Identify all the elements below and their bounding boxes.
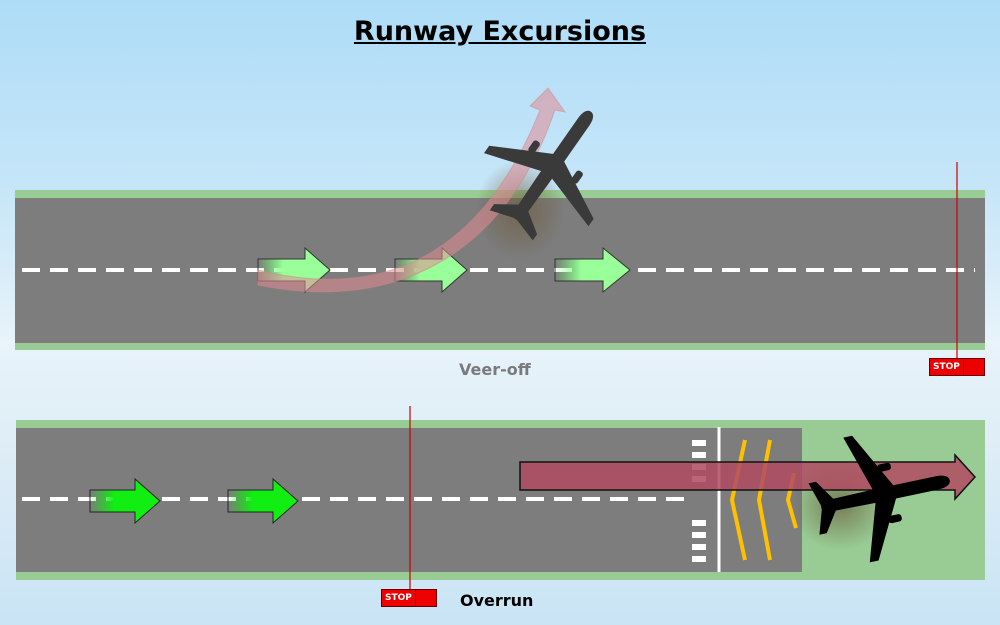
diagram-title: Runway Excursions — [353, 16, 647, 47]
stop-sign-text: STOP — [930, 359, 964, 375]
veer-off-label: Veer-off — [459, 360, 531, 379]
overrun-label: Overrun — [460, 591, 534, 610]
veer-off-path-arrow-icon — [257, 87, 567, 293]
overrun-runway — [16, 406, 985, 590]
direction-arrow-icon — [89, 477, 299, 525]
stop-sign-text: STOP — [382, 590, 416, 606]
stop-sign-icon: STOP — [929, 358, 985, 376]
stop-sign-icon: STOP — [381, 589, 437, 607]
veer-off-runway — [15, 75, 985, 358]
